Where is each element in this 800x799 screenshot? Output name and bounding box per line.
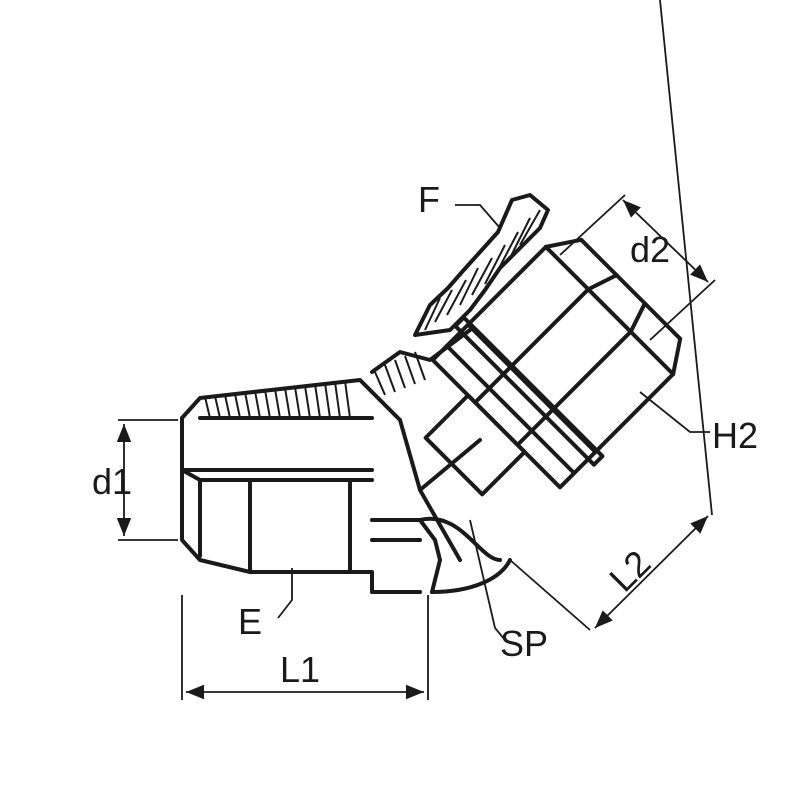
- leader-f: [455, 204, 501, 229]
- label-f: F: [418, 179, 440, 220]
- dim-d2: [559, 194, 716, 341]
- label-l1: L1: [280, 649, 320, 690]
- left-threads: [198, 380, 374, 420]
- upper-threads: [413, 193, 550, 337]
- label-sp: SP: [500, 623, 548, 664]
- elbow-body: [370, 328, 512, 594]
- dim-l1: [181, 595, 429, 700]
- leader-h2: [639, 391, 710, 433]
- dim-d1: [116, 419, 178, 541]
- leader-e: [277, 568, 293, 619]
- label-e: E: [238, 601, 262, 642]
- label-d1: d1: [92, 461, 132, 502]
- label-h2: H2: [712, 415, 758, 456]
- label-d2: d2: [630, 229, 670, 270]
- leader-sp: [469, 519, 506, 641]
- left-branch: [180, 378, 422, 594]
- label-l2: L2: [601, 542, 658, 599]
- dim-l2: [509, 0, 713, 631]
